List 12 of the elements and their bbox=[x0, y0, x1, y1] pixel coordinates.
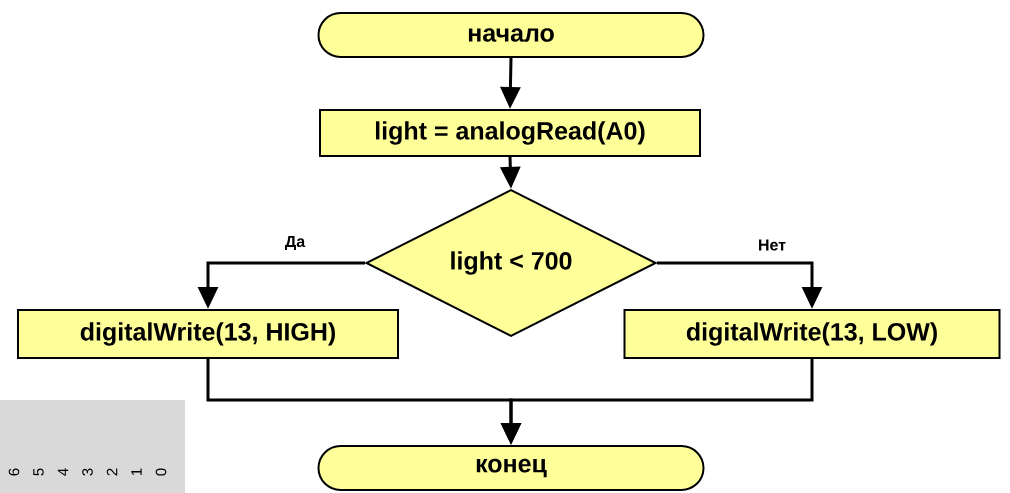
pin-number: 4 bbox=[57, 468, 69, 476]
pin-number: 6 bbox=[8, 468, 20, 476]
pin-number: 1 bbox=[131, 468, 142, 476]
process-box: light = analogRead(A0) bbox=[319, 109, 701, 157]
process-box: digitalWrite(13, HIGH) bbox=[17, 309, 399, 359]
edge-label: Нет bbox=[759, 239, 786, 251]
edge-label: Да bbox=[285, 235, 306, 251]
process-box: digitalWrite(13, LOW) bbox=[623, 309, 1001, 359]
pin-number: 3 bbox=[82, 468, 93, 476]
pin-number: 5 bbox=[33, 468, 44, 476]
pin-number: 0 bbox=[155, 468, 167, 476]
pin-number: 2 bbox=[106, 468, 118, 476]
